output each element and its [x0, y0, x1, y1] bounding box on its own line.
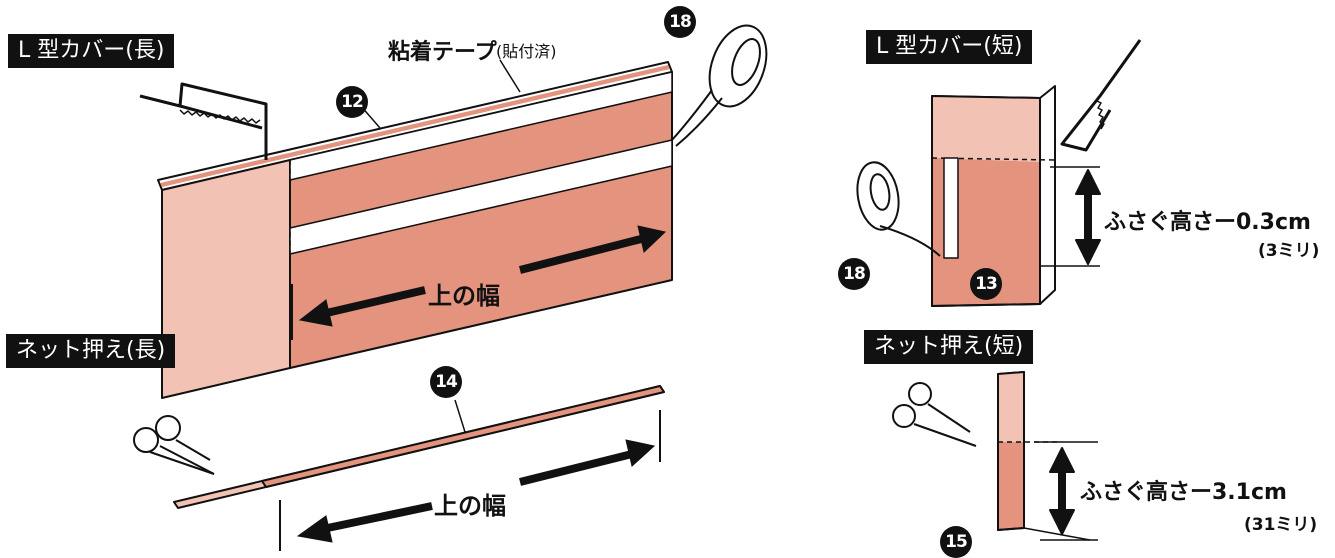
width-arrow-2	[279, 410, 661, 551]
net-height-label: ふさぐ高さー3.1cm	[1080, 480, 1287, 505]
cover-height-mm: (3ミリ)	[1258, 241, 1320, 261]
part-number-15: 15	[940, 526, 972, 558]
adhesive-tape-sub: (貼付済)	[496, 42, 557, 61]
title-net-short: ネット押え(短)	[864, 330, 1034, 364]
width-label-2: 上の幅	[434, 492, 506, 520]
part-number-13: 13	[970, 268, 1002, 300]
l-cover-short-drawing	[856, 39, 1142, 307]
width-arrow-1	[291, 190, 673, 340]
part-number-18-a: 18	[664, 6, 696, 38]
width-label-1: 上の幅	[428, 282, 500, 310]
part-number-14: 14	[430, 366, 462, 398]
title-l-cover-long: L 型カバー(長)	[8, 34, 175, 68]
part-number-18-b: 18	[838, 258, 870, 290]
title-net-long: ネット押え(長)	[6, 334, 176, 368]
cover-height-label: ふさぐ高さー0.3cm	[1104, 210, 1311, 235]
net-short-drawing	[892, 371, 1098, 541]
adhesive-tape-label: 粘着テープ	[388, 40, 497, 65]
l-cover-long-drawing	[139, 24, 768, 399]
net-height-mm: (31ミリ)	[1244, 515, 1318, 535]
part-number-12: 12	[336, 86, 368, 118]
title-l-cover-short: L 型カバー(短)	[866, 30, 1033, 64]
net-long-drawing	[133, 385, 665, 509]
